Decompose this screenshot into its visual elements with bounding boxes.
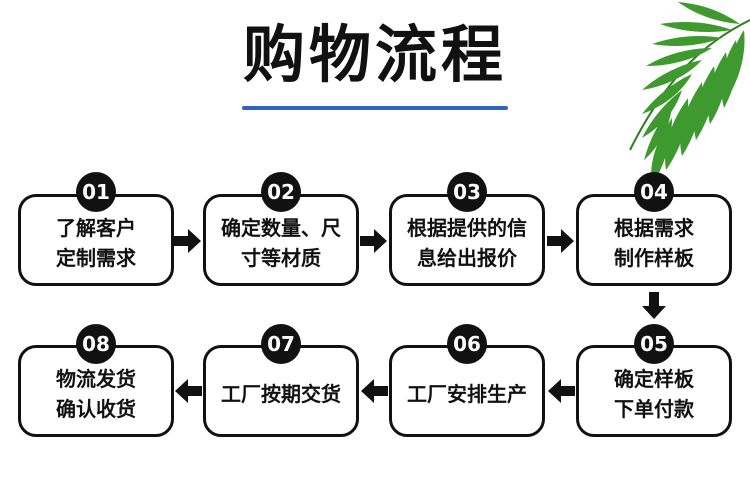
step-badge-04: 04 xyxy=(634,172,674,212)
step-text: 根据提供的信 息给出报价 xyxy=(407,216,527,270)
step-text: 物流发货 确认收货 xyxy=(56,367,136,421)
step-text: 了解客户 定制需求 xyxy=(56,216,136,270)
step-text: 确定数量、尺 寸等材质 xyxy=(221,216,341,270)
step-card-01: 了解客户 定制需求 xyxy=(18,194,174,286)
step-badge-07: 07 xyxy=(261,324,301,364)
step-text: 工厂安排生产 xyxy=(407,382,527,406)
arrow-down-icon xyxy=(642,292,666,319)
arrow-left-icon xyxy=(175,379,202,403)
step-badge-03: 03 xyxy=(447,172,487,212)
step-text: 工厂按期交货 xyxy=(221,382,341,406)
palm-leaf-icon xyxy=(629,2,750,186)
step-badge-08: 08 xyxy=(76,324,116,364)
arrow-left-icon xyxy=(548,379,575,403)
page-title: 购物流程 xyxy=(242,18,507,91)
arrow-left-icon xyxy=(361,379,388,403)
step-badge-01: 01 xyxy=(76,172,116,212)
step-text: 确定样板 下单付款 xyxy=(614,367,694,421)
arrow-right-icon xyxy=(547,229,574,253)
step-badge-05: 05 xyxy=(634,324,674,364)
step-text: 根据需求 制作样板 xyxy=(614,216,694,270)
arrow-right-icon xyxy=(174,229,201,253)
title-underline xyxy=(242,106,508,110)
step-badge-02: 02 xyxy=(261,172,301,212)
step-badge-06: 06 xyxy=(447,324,487,364)
arrow-right-icon xyxy=(360,229,387,253)
